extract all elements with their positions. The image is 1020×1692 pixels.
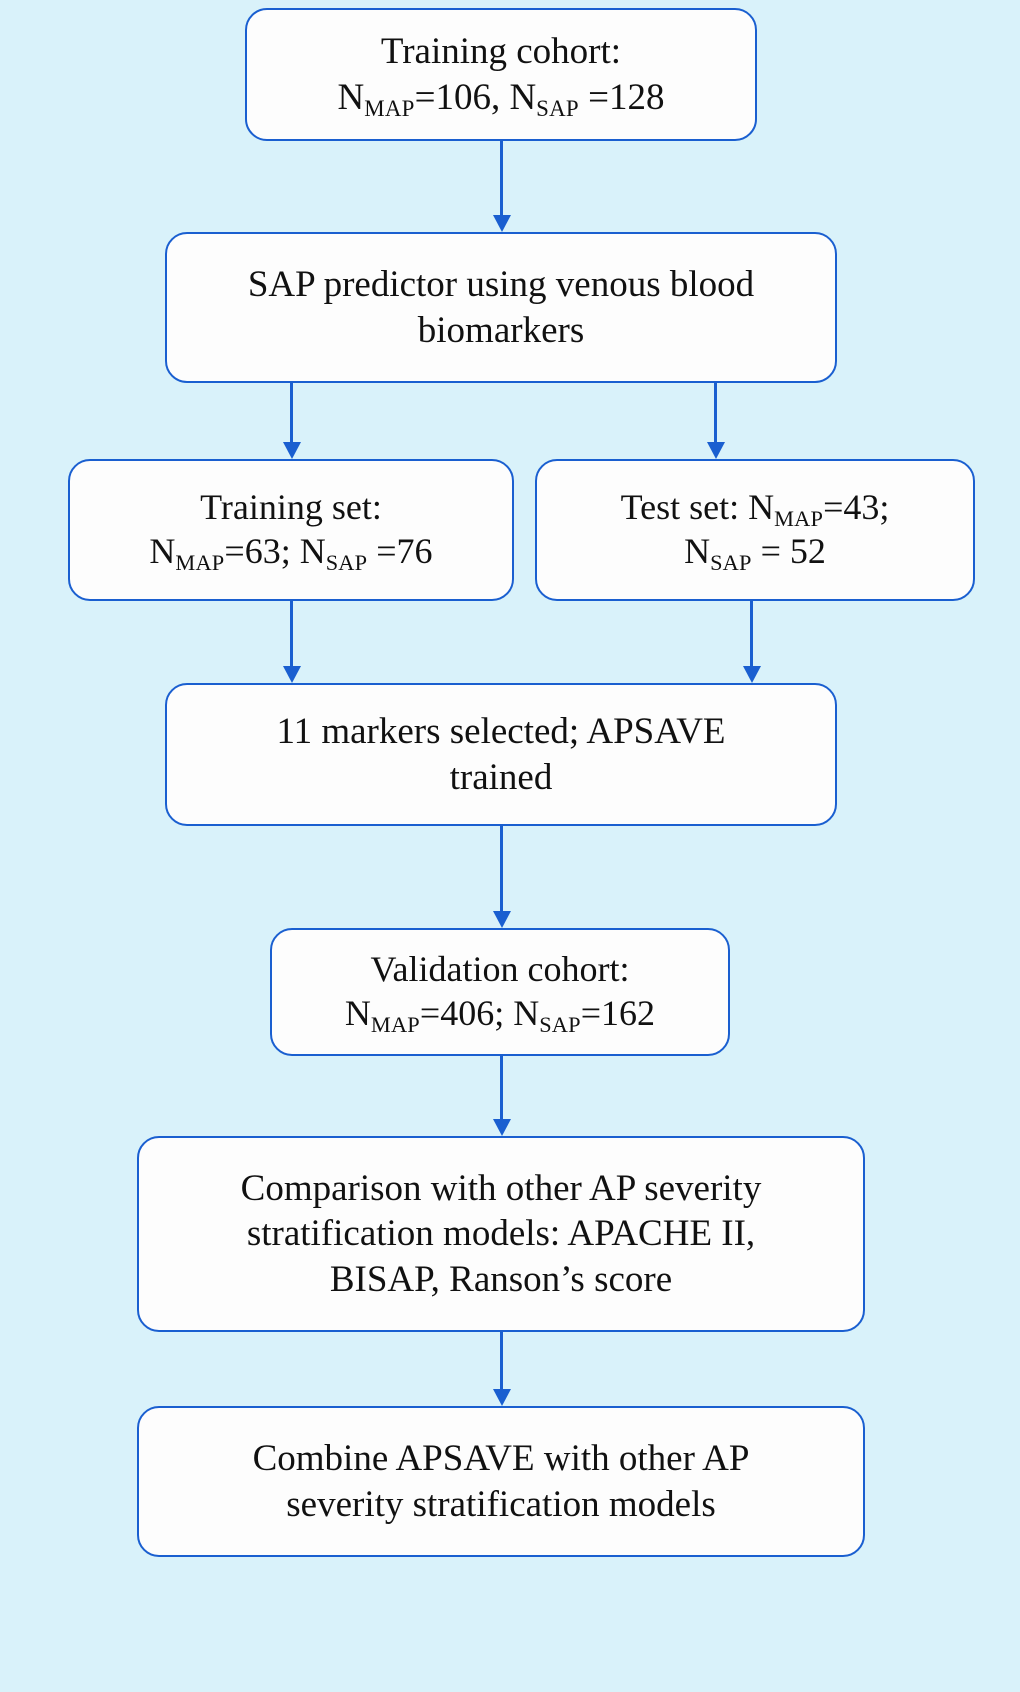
node-sap-predictor: SAP predictor using venous blood biomark… bbox=[165, 232, 837, 383]
node-test-set-line-1: Test set: NMAP=43; bbox=[547, 486, 963, 532]
arrow-head bbox=[492, 1119, 511, 1136]
n-label-sap: N bbox=[684, 531, 711, 571]
node-combine-line-2: severity stratification models bbox=[286, 1483, 716, 1525]
n-label-map: N bbox=[337, 76, 365, 118]
subscript-sap: SAP bbox=[710, 550, 752, 576]
arrow-comparison-to-combine bbox=[492, 1332, 511, 1406]
node-training-set-line-2: NMAP=63; NSAP =76 bbox=[80, 530, 502, 576]
n-value-sap: =128 bbox=[578, 76, 665, 118]
node-validation-cohort-line-2: NMAP=406; NSAP=162 bbox=[282, 992, 718, 1038]
node-sap-predictor-line-2: biomarkers bbox=[417, 309, 585, 351]
arrow-head bbox=[282, 442, 301, 459]
n-label-map: N bbox=[344, 993, 371, 1033]
n-value-sap: = 52 bbox=[751, 531, 826, 571]
arrow-stem bbox=[290, 601, 293, 666]
node-comparison: Comparison with other AP severity strati… bbox=[137, 1136, 865, 1332]
arrow-stem bbox=[500, 826, 503, 911]
node-comparison-line-3: BISAP, Ranson’s score bbox=[329, 1258, 673, 1300]
node-combine-line-1: Combine APSAVE with other AP bbox=[252, 1438, 750, 1480]
node-comparison-line-2: stratification models: APACHE II, bbox=[246, 1213, 756, 1255]
n-value-sap: =76 bbox=[367, 531, 433, 571]
arrow-training-set-to-markers-selected bbox=[282, 601, 301, 683]
node-markers-selected: 11 markers selected; APSAVE trained bbox=[165, 683, 837, 826]
subscript-sap: SAP bbox=[325, 550, 368, 576]
n-label-map: N bbox=[149, 531, 176, 571]
arrow-stem bbox=[500, 1056, 503, 1119]
arrow-sap-predictor-to-test-set bbox=[706, 383, 725, 459]
node-training-cohort: Training cohort: NMAP=106, NSAP =128 bbox=[245, 8, 757, 141]
arrow-head bbox=[492, 215, 511, 232]
arrow-head bbox=[282, 666, 301, 683]
node-validation-cohort-line-1: Validation cohort: bbox=[370, 949, 630, 990]
node-training-cohort-line-2: NMAP=106, NSAP =128 bbox=[257, 75, 745, 122]
node-comparison-line-1: Comparison with other AP severity bbox=[240, 1168, 762, 1210]
subscript-sap: SAP bbox=[539, 1012, 581, 1038]
n-value-map: =406; N bbox=[419, 993, 540, 1033]
arrow-stem bbox=[290, 383, 293, 442]
arrow-stem bbox=[714, 383, 717, 442]
arrow-test-set-to-markers-selected bbox=[742, 601, 761, 683]
arrow-head bbox=[742, 666, 761, 683]
n-value-map: =106, N bbox=[414, 76, 537, 118]
node-sap-predictor-line-1: SAP predictor using venous blood bbox=[247, 264, 755, 306]
arrow-validation-cohort-to-comparison bbox=[492, 1056, 511, 1136]
n-value-map: =43; bbox=[823, 487, 890, 528]
n-value-map: =63; N bbox=[224, 531, 326, 571]
subscript-sap: SAP bbox=[536, 96, 579, 122]
node-training-set: Training set: NMAP=63; NSAP =76 bbox=[68, 459, 514, 601]
arrow-training-cohort-to-sap-predictor bbox=[492, 141, 511, 232]
node-test-set-line-2: NSAP = 52 bbox=[547, 530, 963, 576]
node-training-set-line-1: Training set: bbox=[200, 487, 382, 528]
test-set-label: Test set: N bbox=[620, 487, 775, 528]
arrow-head bbox=[706, 442, 725, 459]
arrow-head bbox=[492, 911, 511, 928]
node-markers-selected-line-2: trained bbox=[449, 756, 553, 798]
subscript-map: MAP bbox=[370, 1012, 420, 1038]
arrow-stem bbox=[500, 1332, 503, 1389]
subscript-map: MAP bbox=[774, 506, 824, 532]
arrow-markers-selected-to-validation-cohort bbox=[492, 826, 511, 928]
node-combine: Combine APSAVE with other AP severity st… bbox=[137, 1406, 865, 1557]
n-value-sap: =162 bbox=[580, 993, 656, 1033]
node-test-set: Test set: NMAP=43; NSAP = 52 bbox=[535, 459, 975, 601]
subscript-map: MAP bbox=[175, 550, 225, 576]
arrow-stem bbox=[500, 141, 503, 215]
arrow-head bbox=[492, 1389, 511, 1406]
node-validation-cohort: Validation cohort: NMAP=406; NSAP=162 bbox=[270, 928, 730, 1056]
arrow-stem bbox=[750, 601, 753, 666]
node-training-cohort-line-1: Training cohort: bbox=[380, 31, 622, 73]
subscript-map: MAP bbox=[364, 96, 415, 122]
node-markers-selected-line-1: 11 markers selected; APSAVE bbox=[276, 711, 726, 753]
arrow-sap-predictor-to-training-set bbox=[282, 383, 301, 459]
